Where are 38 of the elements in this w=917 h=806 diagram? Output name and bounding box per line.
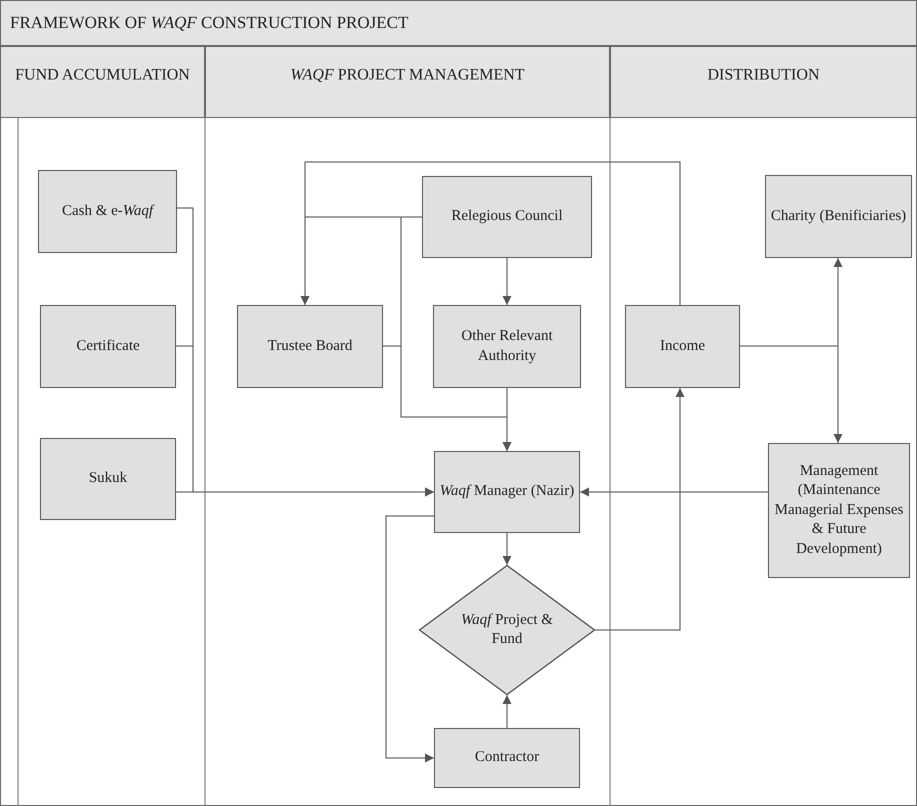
process-box (434, 451, 580, 533)
arrow (502, 694, 512, 728)
process-box (768, 443, 910, 578)
node-label: Trustee Board (268, 336, 352, 356)
arrow (386, 516, 434, 762)
process-box (422, 176, 592, 258)
process-box (38, 170, 177, 253)
arrow (502, 532, 512, 566)
node-label: Income (660, 336, 705, 356)
arrow (740, 346, 842, 444)
decision-diamond (419, 565, 595, 695)
arrow (502, 258, 512, 306)
arrow (300, 162, 680, 306)
arrow (580, 488, 768, 496)
arrow (594, 388, 684, 630)
process-box (434, 728, 580, 788)
node-label: Charity (Benificiaries) (770, 206, 906, 226)
node-label: Relegious Council (451, 207, 563, 226)
process-box (765, 175, 912, 258)
process-box (433, 305, 581, 388)
process-box (237, 305, 383, 388)
diagram-title: FRAMEWORK OF WAQF CONSTRUCTION PROJECT (10, 12, 408, 34)
node-label: Waqf Project & Fund (460, 610, 554, 649)
node-label: Cash & e-Waqf (62, 202, 154, 221)
process-box (625, 305, 740, 388)
arrow (176, 488, 434, 496)
node-label: Contractor (474, 748, 540, 768)
node-label: Other Relevant Authority (460, 327, 554, 366)
arrow (502, 388, 512, 452)
column-header: WAQF PROJECT MANAGEMENT (289, 66, 526, 86)
column-header: DISTRIBUTION (706, 66, 820, 86)
node-label: Sukuk (88, 469, 128, 488)
node-label: Management (Maintenance Managerial Expenses & Future Development) (774, 462, 904, 559)
node-label: Certificate (76, 336, 140, 356)
node-label: Waqf Manager (Nazir) (440, 482, 574, 502)
process-box (40, 438, 176, 520)
process-box (40, 305, 176, 388)
column-header: FUND ACCUMULATION (14, 66, 191, 86)
